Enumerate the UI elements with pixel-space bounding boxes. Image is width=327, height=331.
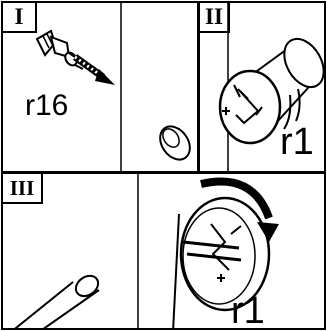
- size-label-step-1: r16: [25, 89, 68, 123]
- size-label-step-3: r1: [231, 290, 265, 330]
- step-3-illustration: [3, 174, 326, 330]
- step-panel-2: II r1: [198, 1, 326, 173]
- size-label-step-2: r1: [280, 121, 314, 164]
- step-panel-3: III r1: [1, 172, 326, 330]
- dowel-pin-icon: [11, 272, 102, 330]
- insertion-arrow-icon: [75, 57, 115, 85]
- step-1-illustration: [3, 3, 199, 173]
- step-panel-1: I: [1, 1, 199, 173]
- drill-hole-icon: [154, 121, 196, 165]
- screw-icon: [37, 31, 83, 69]
